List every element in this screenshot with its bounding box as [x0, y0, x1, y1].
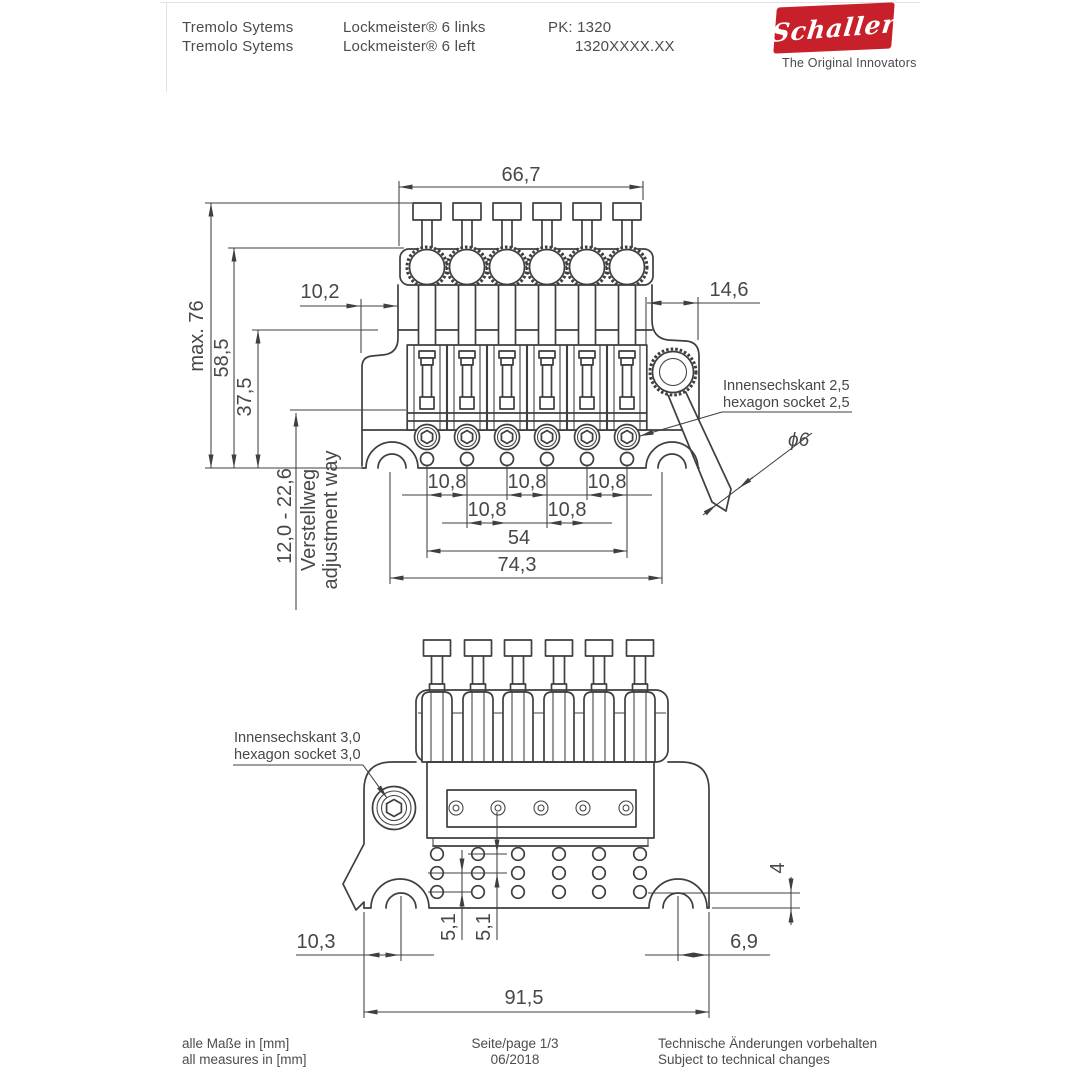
- dim-string-spacing-4: 10,8: [468, 499, 507, 521]
- dim-string-spacing-2: 10,8: [508, 471, 547, 493]
- front-baseline: [361, 441, 700, 469]
- page-label: Seite/page 1/3: [471, 1036, 559, 1051]
- product-name-de: Tremolo Sytems: [182, 19, 294, 36]
- footer-page: Seite/page 1/3 06/2018: [400, 1036, 630, 1067]
- header-product-column: Tremolo Sytems Tremolo Sytems: [182, 18, 293, 56]
- back-socket-note-de: Innensechskant 3,0: [234, 730, 361, 746]
- dim-max-height: max. 76: [186, 300, 208, 371]
- units-en: all measures in [mm]: [182, 1051, 307, 1067]
- notice-de: Technische Änderungen vorbehalten: [658, 1036, 878, 1051]
- scan-edge-top: [160, 2, 920, 3]
- fine-tuner-screws: [422, 639, 655, 693]
- logo-tagline: The Original Innovators: [782, 56, 917, 70]
- dim-hole-gap-a: 5,1: [438, 913, 460, 941]
- adjust-label-en: adjustment way: [320, 451, 342, 590]
- front-socket-note-de: Innensechskant 2,5: [723, 378, 850, 394]
- lock-knobs-row: [405, 201, 649, 289]
- footer-units: alle Maße in [mm] all measures in [mm]: [182, 1036, 307, 1067]
- back-dimensions: 5,1 5,1 4 10,3: [296, 812, 800, 1018]
- dim-base-width: 74,3: [498, 554, 537, 576]
- dim-left-stud: 10,3: [297, 931, 336, 953]
- pk-number: PK: 1320: [548, 19, 612, 36]
- dim-height-locknuts: 58,5: [211, 339, 233, 378]
- back-view: Innensechskant 3,0 hexagon socket 3,0 5,…: [233, 639, 800, 1018]
- dim-height-plate: 37,5: [234, 378, 256, 417]
- string-posts: [417, 284, 637, 348]
- dim-right-stud: 6,9: [730, 931, 758, 953]
- model-name-en: Lockmeister® 6 left: [343, 38, 476, 55]
- dim-string-spacing-5: 10,8: [548, 499, 587, 521]
- schaller-logo: Schaller The Original Innovators: [770, 2, 925, 70]
- dim-right-inset: 14,6: [710, 279, 749, 301]
- dim-overall-width: 66,7: [502, 164, 541, 186]
- back-body-outline: [342, 761, 710, 911]
- units-de: alle Maße in [mm]: [182, 1036, 290, 1051]
- back-socket-note-en: hexagon socket 3,0: [234, 747, 361, 763]
- tremolo-arm: [648, 347, 732, 512]
- dim-span-outer: 54: [508, 527, 530, 549]
- hex-socket-screw: [371, 785, 417, 831]
- bridge-body-outline: [361, 284, 700, 467]
- dim-hole-gap-b: 5,1: [473, 913, 495, 941]
- saddles-row: [406, 344, 648, 467]
- notice-en: Subject to technical changes: [658, 1051, 830, 1067]
- dim-string-spacing-1: 10,8: [428, 471, 467, 493]
- model-name-de: Lockmeister® 6 links: [343, 19, 486, 36]
- dim-string-spacing-3: 10,8: [588, 471, 627, 493]
- header-model-column: Lockmeister® 6 links Lockmeister® 6 left: [343, 18, 486, 56]
- header-partnumber-column: PK: 1320 1320XXXX.XX: [548, 18, 675, 56]
- dim-left-inset: 10,2: [301, 281, 340, 303]
- saddle-backs: [421, 691, 656, 763]
- cavity-block: [426, 761, 655, 847]
- dim-adjust-range: 12,0 - 22,6: [274, 468, 296, 564]
- product-name-en: Tremolo Sytems: [182, 38, 294, 55]
- footer-notice: Technische Änderungen vorbehalten Subjec…: [658, 1036, 877, 1067]
- dim-base-lip: 4: [767, 862, 789, 873]
- front-socket-note-en: hexagon socket 2,5: [723, 395, 850, 411]
- adjust-label-de: Verstellweg: [298, 469, 320, 571]
- back-socket-callout: Innensechskant 3,0 hexagon socket 3,0: [233, 730, 388, 799]
- dim-overall-width-back: 91,5: [505, 987, 544, 1009]
- front-dimensions: 66,7 max. 76 58,5 37,5 12,0 - 22,6 Verst…: [186, 164, 852, 610]
- order-number: 1320XXXX.XX: [575, 38, 675, 55]
- front-view: 66,7 max. 76 58,5 37,5 12,0 - 22,6 Verst…: [186, 164, 852, 610]
- scan-edge-left: [166, 2, 167, 92]
- date-label: 06/2018: [490, 1051, 540, 1067]
- dim-arm-diameter: ϕ6: [788, 430, 810, 451]
